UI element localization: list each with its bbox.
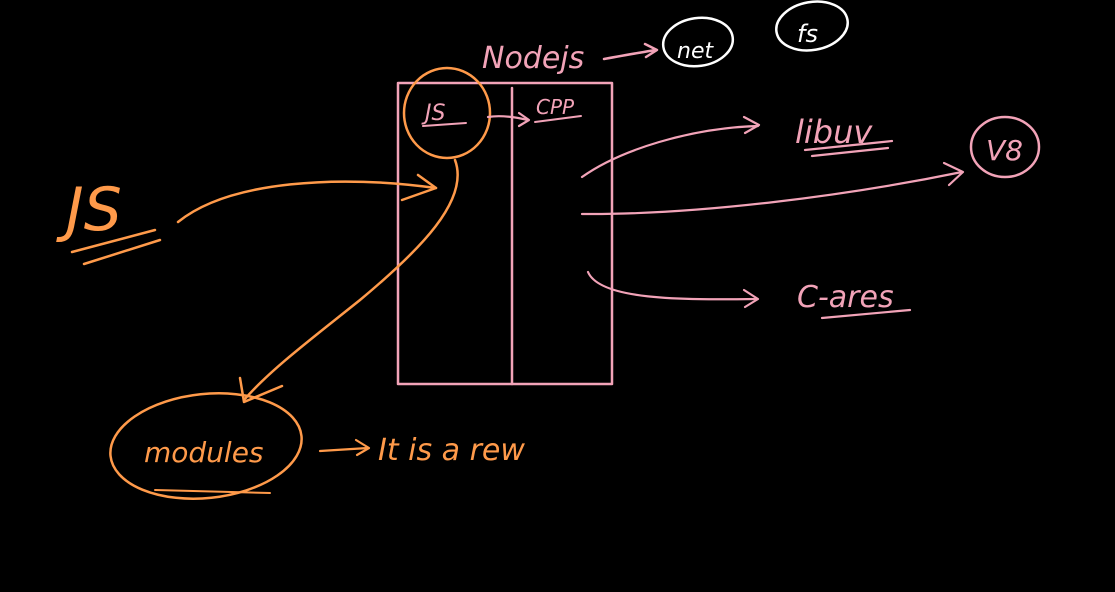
nodejs-to-net-arrow (602, 48, 657, 61)
js-to-cpp-arrowhead (517, 111, 531, 128)
js-left-underline-2 (82, 238, 162, 266)
nodejs-label: Nodejs (482, 41, 584, 76)
c-ares-label: C-ares (797, 280, 894, 315)
cpp-to-v8-arrowhead (942, 161, 965, 187)
modules-to-note-arrow (318, 446, 370, 453)
cpp-to-cares-arrow (586, 270, 759, 301)
js-to-cpp-arrow (486, 115, 530, 122)
js-to-modules-arrowhead (238, 376, 284, 404)
cpp-to-cares-arrowhead (742, 288, 760, 309)
cpp-to-libuv-arrow (580, 124, 760, 179)
net-label: net (677, 39, 714, 64)
v8-label: V8 (986, 134, 1023, 167)
cpp-to-libuv-arrowhead (742, 115, 761, 135)
cpp-box-label: CPP (536, 95, 575, 119)
js-to-modules-arrow (242, 158, 459, 402)
c-ares-underline (820, 308, 912, 320)
js-to-box-arrowhead (400, 173, 438, 202)
js-left-label: JS (56, 175, 122, 245)
modules-underline (154, 489, 271, 494)
fs-circle (775, 0, 849, 52)
net-circle (661, 16, 735, 68)
modules-to-note-arrowhead (354, 438, 371, 457)
js-to-box-arrow (176, 180, 438, 224)
cpp-to-v8-arrow (580, 170, 964, 216)
libuv-underline-2 (810, 146, 890, 158)
js-left-underline-1 (70, 228, 157, 254)
js-box-underline (422, 122, 467, 127)
js-box-circle (402, 66, 492, 160)
v8-circle (969, 115, 1041, 179)
modules-note: It is a rew (378, 433, 525, 468)
nodejs-box (396, 81, 614, 386)
cpp-box-underline (534, 115, 582, 123)
libuv-underline-1 (803, 139, 894, 152)
libuv-label: libuv (795, 113, 873, 151)
js-box-label: JS (421, 101, 445, 126)
nodejs-to-net-arrowhead (643, 42, 659, 59)
modules-label: modules (144, 436, 264, 469)
fs-label: fs (797, 20, 818, 48)
modules-circle (109, 392, 303, 500)
